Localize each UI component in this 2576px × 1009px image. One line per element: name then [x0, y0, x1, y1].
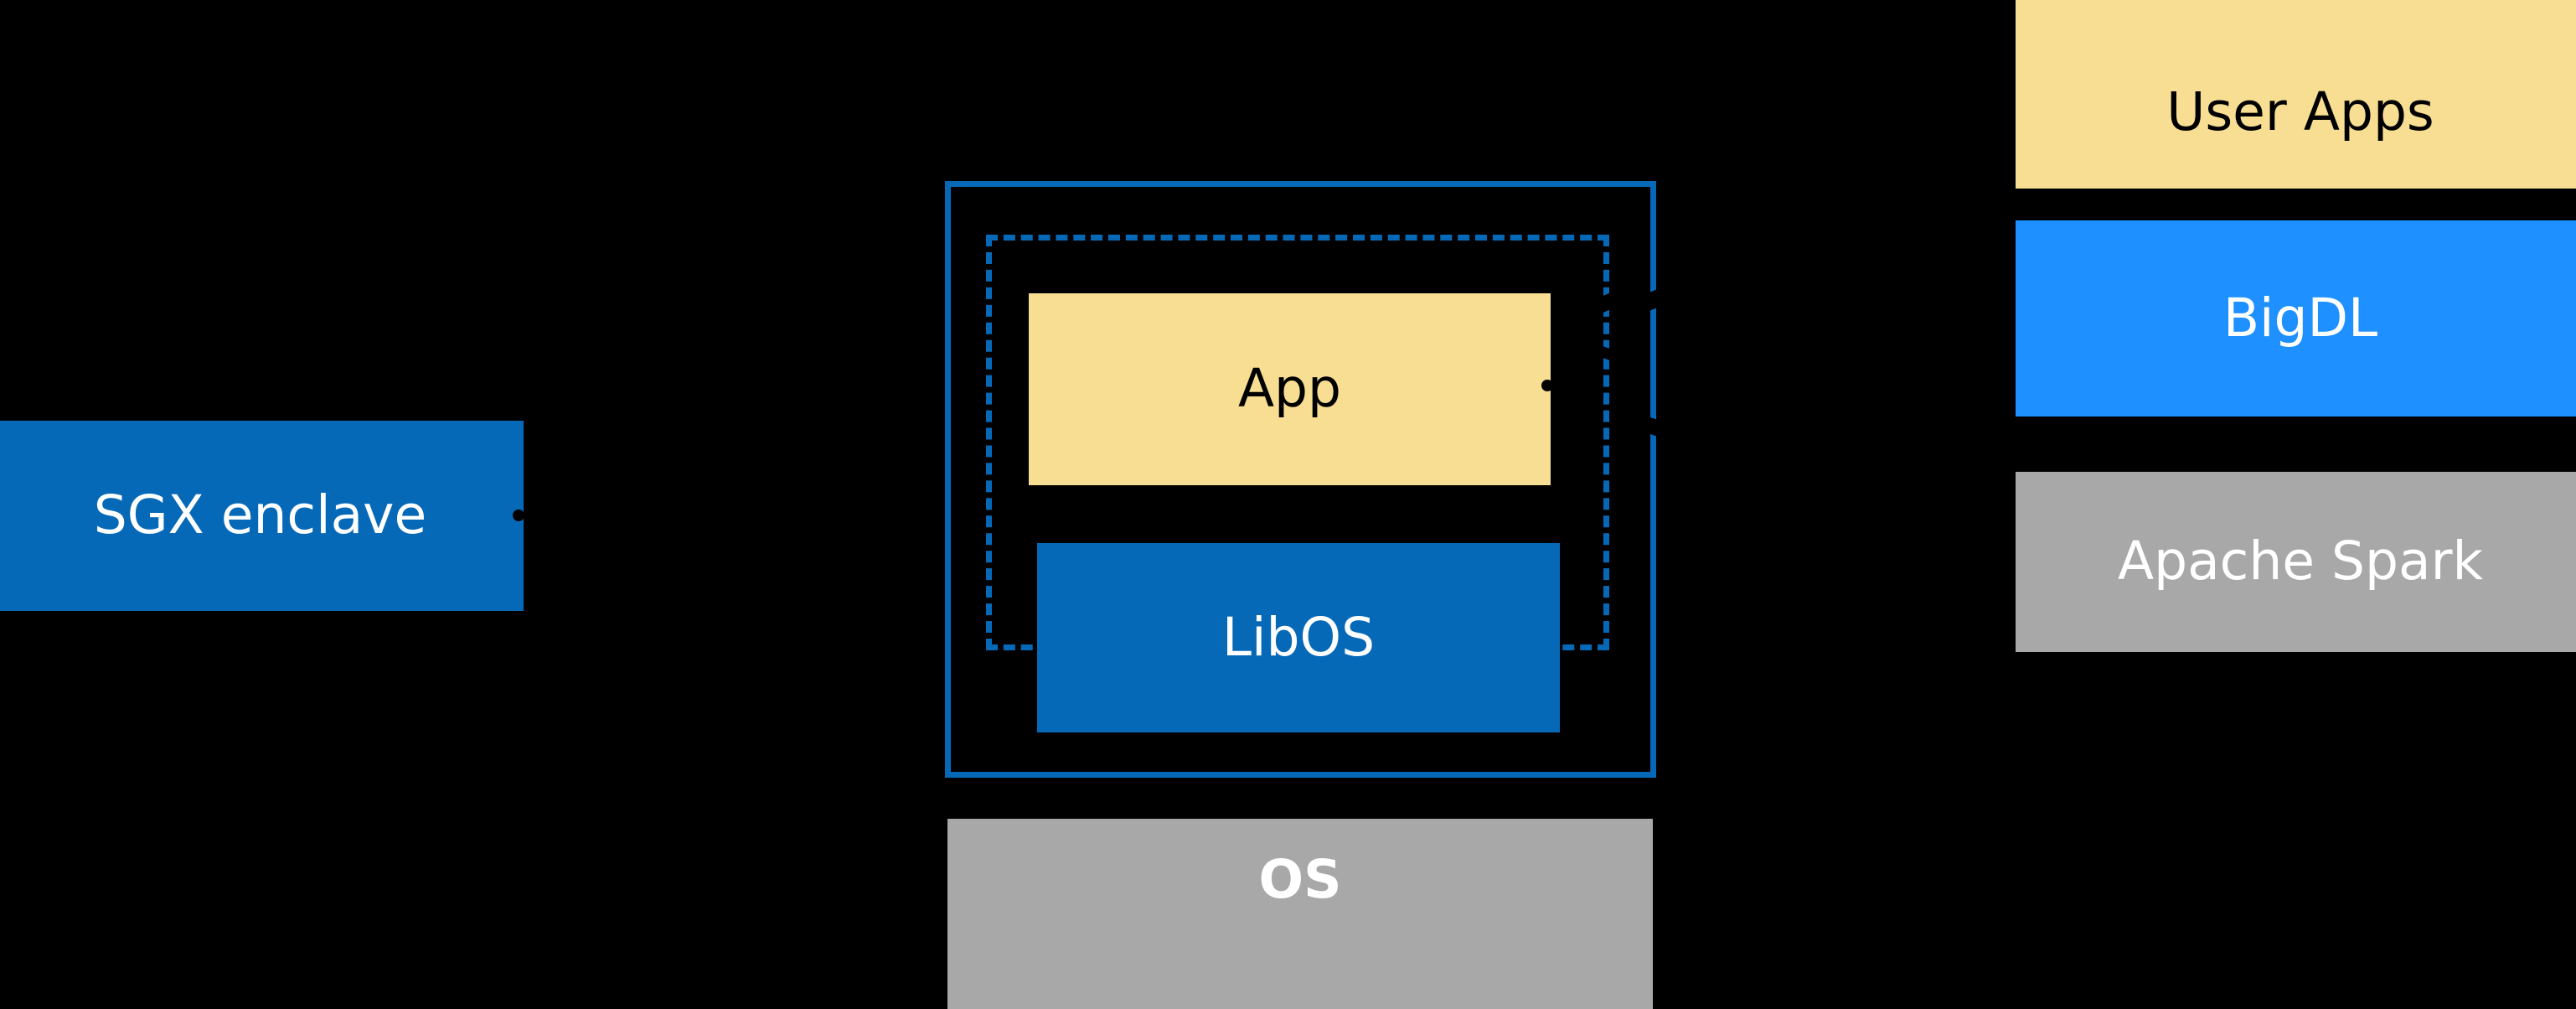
os-box[interactable]: OS: [947, 819, 1653, 1009]
sgx-connector-arrowhead-icon: [513, 510, 524, 521]
sgx-enclave-label: SGX enclave: [93, 484, 427, 546]
user-apps-label: User Apps: [2166, 80, 2434, 142]
bigdl-box[interactable]: BigDL: [2016, 220, 2576, 417]
app-label: App: [1237, 358, 1342, 420]
user-apps-box[interactable]: User Apps: [2016, 0, 2576, 189]
apache-spark-label: Apache Spark: [2117, 530, 2484, 592]
os-label: OS: [1258, 849, 1342, 910]
libos-box[interactable]: LibOS: [1037, 543, 1560, 732]
enclave-outer-boundary: [945, 181, 1656, 778]
frame-crossing-notch: [1649, 287, 1662, 312]
app-connector-arrowhead-icon: [1541, 380, 1553, 391]
app-box[interactable]: App: [1029, 293, 1551, 485]
sgx-enclave-box[interactable]: SGX enclave: [0, 421, 524, 611]
libos-label: LibOS: [1221, 606, 1376, 668]
apache-spark-box[interactable]: Apache Spark: [2016, 472, 2576, 652]
bigdl-label: BigDL: [2222, 287, 2378, 349]
